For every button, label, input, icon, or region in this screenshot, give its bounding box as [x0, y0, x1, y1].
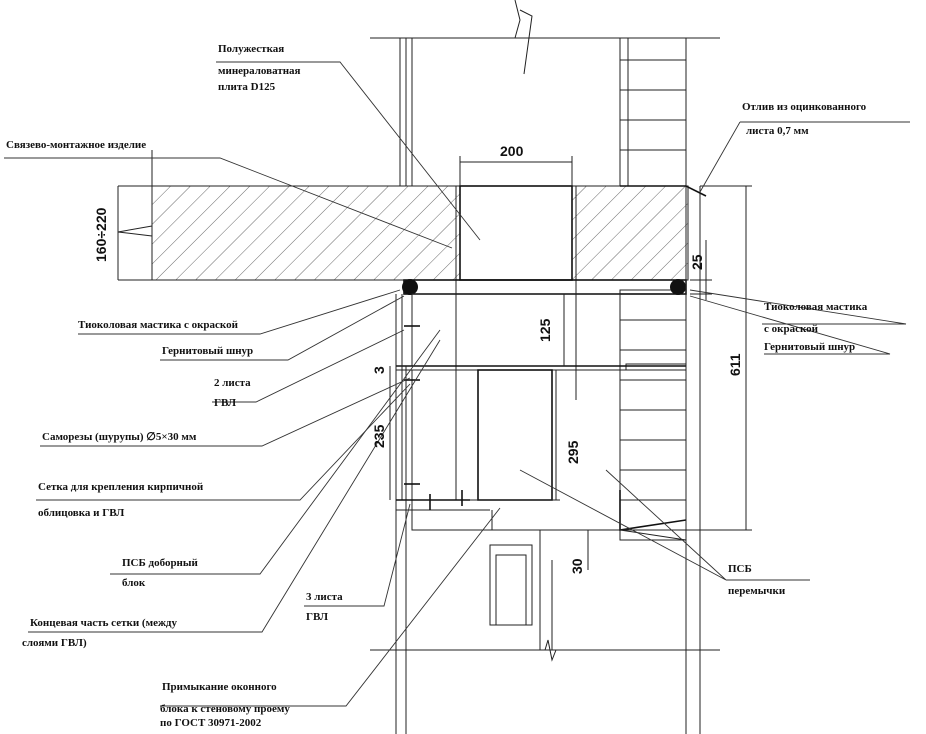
- dim-611: 611: [727, 353, 743, 376]
- psb-lintel-line1: ПСБ: [728, 563, 752, 575]
- psb-lintel-line2: перемычки: [728, 585, 786, 597]
- label-mount-part: Связево-монтажное изделие: [6, 139, 146, 151]
- thiokol-right-line2: с окраской: [764, 323, 819, 335]
- mesh-line2: облицовка и ГВЛ: [38, 507, 125, 519]
- dim-30: 30: [569, 558, 585, 574]
- gvl3-line1: 3 листа: [306, 591, 343, 603]
- mesh-end-line2: слоями ГВЛ): [22, 637, 87, 649]
- window-joint-line1: Примыкание оконного: [162, 681, 277, 693]
- label-thiokol-right: Тиоколовая мастика с окраской: [764, 301, 868, 335]
- label-screws: Саморезы (шурупы) ∅5×30 мм: [42, 431, 197, 443]
- psb-block-line1: ПСБ доборный: [122, 557, 198, 569]
- dim-25: 25: [689, 254, 705, 270]
- dimension-lines: [117, 156, 752, 570]
- dim-160-220: 160÷220: [93, 207, 109, 262]
- gvl2-line2: ГВЛ: [214, 397, 237, 409]
- gvl3-line2: ГВЛ: [306, 611, 329, 623]
- label-gernit-left: Гернитовый шнур: [162, 345, 253, 357]
- dim-125: 125: [537, 318, 553, 342]
- dim-200: 200: [500, 143, 524, 159]
- mineral-wool-line1: Полужесткая: [218, 43, 284, 55]
- thiokol-right-line1: Тиоколовая мастика: [764, 301, 868, 313]
- leader-lines: [4, 61, 910, 707]
- label-psb-block: ПСБ доборный блок: [122, 557, 198, 589]
- gvl2-line1: 2 листа: [214, 377, 251, 389]
- dim-3: 3: [371, 366, 387, 374]
- flashing: [620, 185, 707, 197]
- mineral-wool-line2: минераловатная: [218, 65, 301, 77]
- psb-block-line2: блок: [122, 577, 146, 589]
- mesh-end-line1: Концевая часть сетки (между: [30, 617, 177, 629]
- lower-wall: [370, 186, 720, 734]
- label-mesh-end: Концевая часть сетки (между слоями ГВЛ): [22, 617, 177, 649]
- label-gvl2: 2 листа ГВЛ: [214, 377, 251, 409]
- screws: [404, 325, 463, 510]
- window-joint-line2: блока к стеновому проему: [160, 703, 290, 715]
- mineral-wool-line3: плита D125: [218, 81, 276, 93]
- label-gvl3: 3 листа ГВЛ: [306, 591, 343, 623]
- label-mesh: Сетка для крепления кирпичной облицовка …: [38, 481, 204, 519]
- label-flashing: Отлив из оцинкованного листа 0,7 мм: [742, 101, 867, 137]
- window-joint-line3: по ГОСТ 30971-2002: [160, 717, 262, 729]
- label-gernit-right: Гернитовый шнур: [764, 341, 855, 353]
- label-psb-lintel: ПСБ перемычки: [728, 563, 786, 597]
- label-window-joint: Примыкание оконного блока к стеновому пр…: [160, 681, 290, 729]
- label-mineral-wool: Полужесткая минераловатная плита D125: [218, 43, 301, 93]
- mesh-line1: Сетка для крепления кирпичной: [38, 481, 204, 493]
- seal-band: [402, 279, 687, 295]
- dim-235: 235: [371, 424, 387, 448]
- mineral-wool-block: [455, 185, 577, 500]
- dim-295: 295: [565, 440, 581, 464]
- flashing-line2: листа 0,7 мм: [746, 125, 809, 137]
- concrete-slab: [117, 150, 689, 281]
- flashing-line1: Отлив из оцинкованного: [742, 101, 867, 113]
- upper-wall: [370, 0, 720, 187]
- label-thiokol-left: Тиоколовая мастика с окраской: [78, 319, 239, 331]
